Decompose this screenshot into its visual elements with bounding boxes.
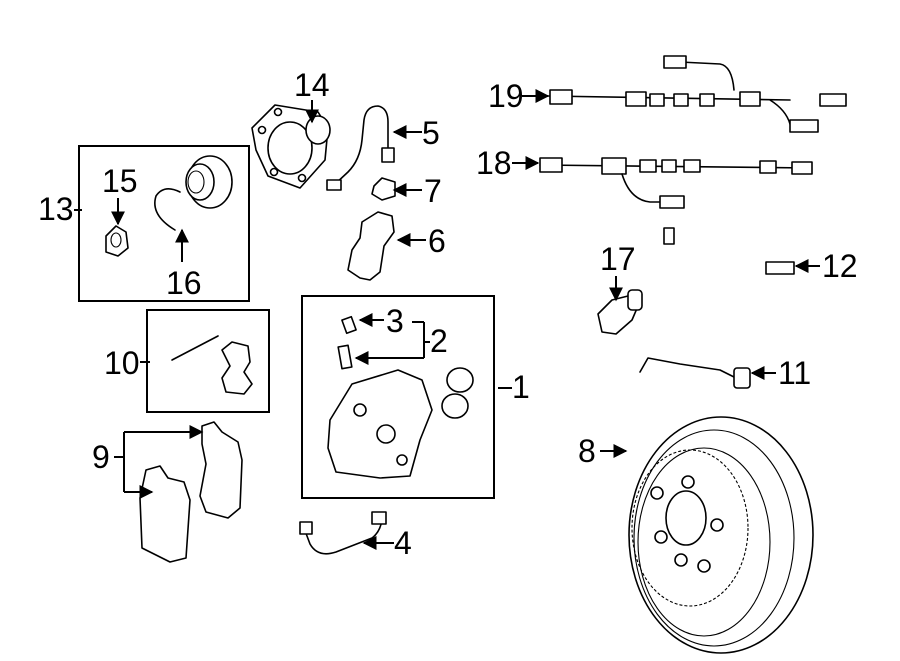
snap-ring <box>154 188 181 231</box>
brake-rotor <box>628 416 814 654</box>
brake-pad-outer <box>199 421 243 519</box>
hose-clip <box>371 177 396 201</box>
callout-1: 1 <box>512 369 530 405</box>
brake-pad-inner <box>139 465 191 563</box>
brake-caliper <box>327 369 433 479</box>
axle-nut <box>105 225 129 257</box>
callout-4: 4 <box>394 525 412 561</box>
wheel-hub <box>251 104 331 189</box>
bleeder-screw <box>341 315 357 335</box>
dust-boot <box>441 393 469 419</box>
callout-14: 14 <box>294 67 330 103</box>
callout-10: 10 <box>104 345 140 381</box>
guide-pin <box>171 335 219 361</box>
bleeder-valve <box>337 344 353 370</box>
callout-7: 7 <box>424 173 442 209</box>
callout-17: 17 <box>600 241 636 277</box>
hardware-kit-box <box>146 309 270 413</box>
callout-18: 18 <box>476 145 512 181</box>
callout-11: 11 <box>778 355 811 391</box>
brake-line-lower <box>299 511 387 555</box>
leader-lines <box>74 89 820 550</box>
brake-hose <box>663 227 795 338</box>
callout-9: 9 <box>92 439 110 475</box>
callout-19: 19 <box>488 78 524 114</box>
brake-line-upper <box>326 105 395 191</box>
wheel-bearing <box>185 155 233 209</box>
bearing-kit-box <box>78 145 250 302</box>
callout-16: 16 <box>166 265 202 301</box>
callout-15: 15 <box>102 163 138 199</box>
abs-sensor <box>597 289 643 335</box>
callout-13: 13 <box>38 191 74 227</box>
callout-6: 6 <box>428 223 446 259</box>
wiring-harness-upper <box>547 55 847 133</box>
callout-8: 8 <box>578 433 596 469</box>
caliper-assembly-box <box>301 295 495 499</box>
piston-seal <box>446 367 474 393</box>
callout-5: 5 <box>422 115 440 151</box>
callout-2: 2 <box>430 323 448 359</box>
caliper-bracket <box>347 211 395 281</box>
wiring-harness-lower <box>539 157 813 209</box>
callout-3: 3 <box>386 303 404 339</box>
callout-12: 12 <box>822 248 858 284</box>
wear-sensor <box>639 357 751 389</box>
anti-rattle-spring <box>221 341 253 395</box>
